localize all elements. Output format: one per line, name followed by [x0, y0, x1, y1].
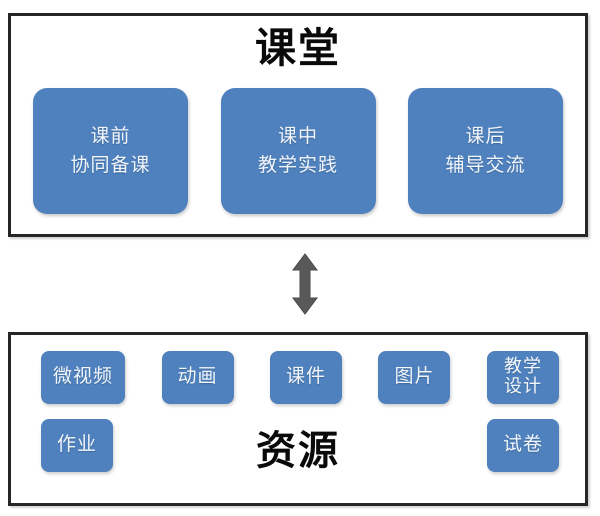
classroom-stage-row: 课前 协同备课 课中 教学实践 课后 辅导交流	[33, 88, 563, 214]
resource-tag-homework-label: 作业	[56, 433, 97, 456]
double-arrow-vertical-icon	[292, 253, 318, 315]
resource-tag-teaching-design[interactable]: 教学 设计	[486, 350, 559, 404]
resource-tag-micro-video[interactable]: 微视频	[41, 350, 126, 404]
resource-tag-courseware[interactable]: 课件	[269, 350, 342, 404]
classroom-panel: 课堂 课前 协同备课 课中 教学实践 课后 辅导交流	[8, 13, 588, 237]
stage-box-pre-class-line2: 协同备课	[70, 153, 151, 176]
resource-tag-exam-paper[interactable]: 试卷	[487, 418, 559, 472]
resource-panel-title: 资源	[256, 428, 340, 474]
stage-box-post-class-line2: 辅导交流	[445, 153, 526, 176]
stage-box-pre-class[interactable]: 课前 协同备课	[33, 88, 188, 214]
stage-box-pre-class-line1: 课前	[90, 124, 131, 147]
resource-tag-animation-label: 动画	[177, 365, 218, 388]
stage-box-in-class-line1: 课中	[277, 124, 318, 147]
resource-tag-picture[interactable]: 图片	[378, 350, 451, 404]
stage-box-post-class-line1: 课后	[465, 124, 506, 147]
resource-panel: 资源 微视频 动画 课件 图片 教学 设计 作业	[8, 332, 588, 506]
classroom-resource-connector	[290, 253, 320, 315]
resource-tag-row-secondary: 作业 试卷	[41, 417, 559, 473]
classroom-panel-title: 课堂	[255, 24, 341, 72]
resource-tag-picture-label: 图片	[394, 365, 435, 388]
resource-tag-teaching-design-line2: 设计	[503, 376, 542, 397]
resource-tag-micro-video-label: 微视频	[53, 365, 114, 388]
stage-box-in-class[interactable]: 课中 教学实践	[220, 88, 376, 214]
stage-box-post-class[interactable]: 课后 辅导交流	[408, 88, 563, 214]
resource-tag-animation[interactable]: 动画	[161, 350, 234, 404]
resource-tag-courseware-label: 课件	[285, 365, 326, 388]
resource-tag-row-primary: 微视频 动画 课件 图片 教学 设计	[41, 349, 559, 405]
resource-tag-homework[interactable]: 作业	[41, 418, 113, 472]
resource-tag-exam-paper-label: 试卷	[502, 433, 543, 456]
resource-tag-teaching-design-line1: 教学	[503, 355, 542, 377]
stage-box-in-class-line2: 教学实践	[257, 153, 338, 176]
